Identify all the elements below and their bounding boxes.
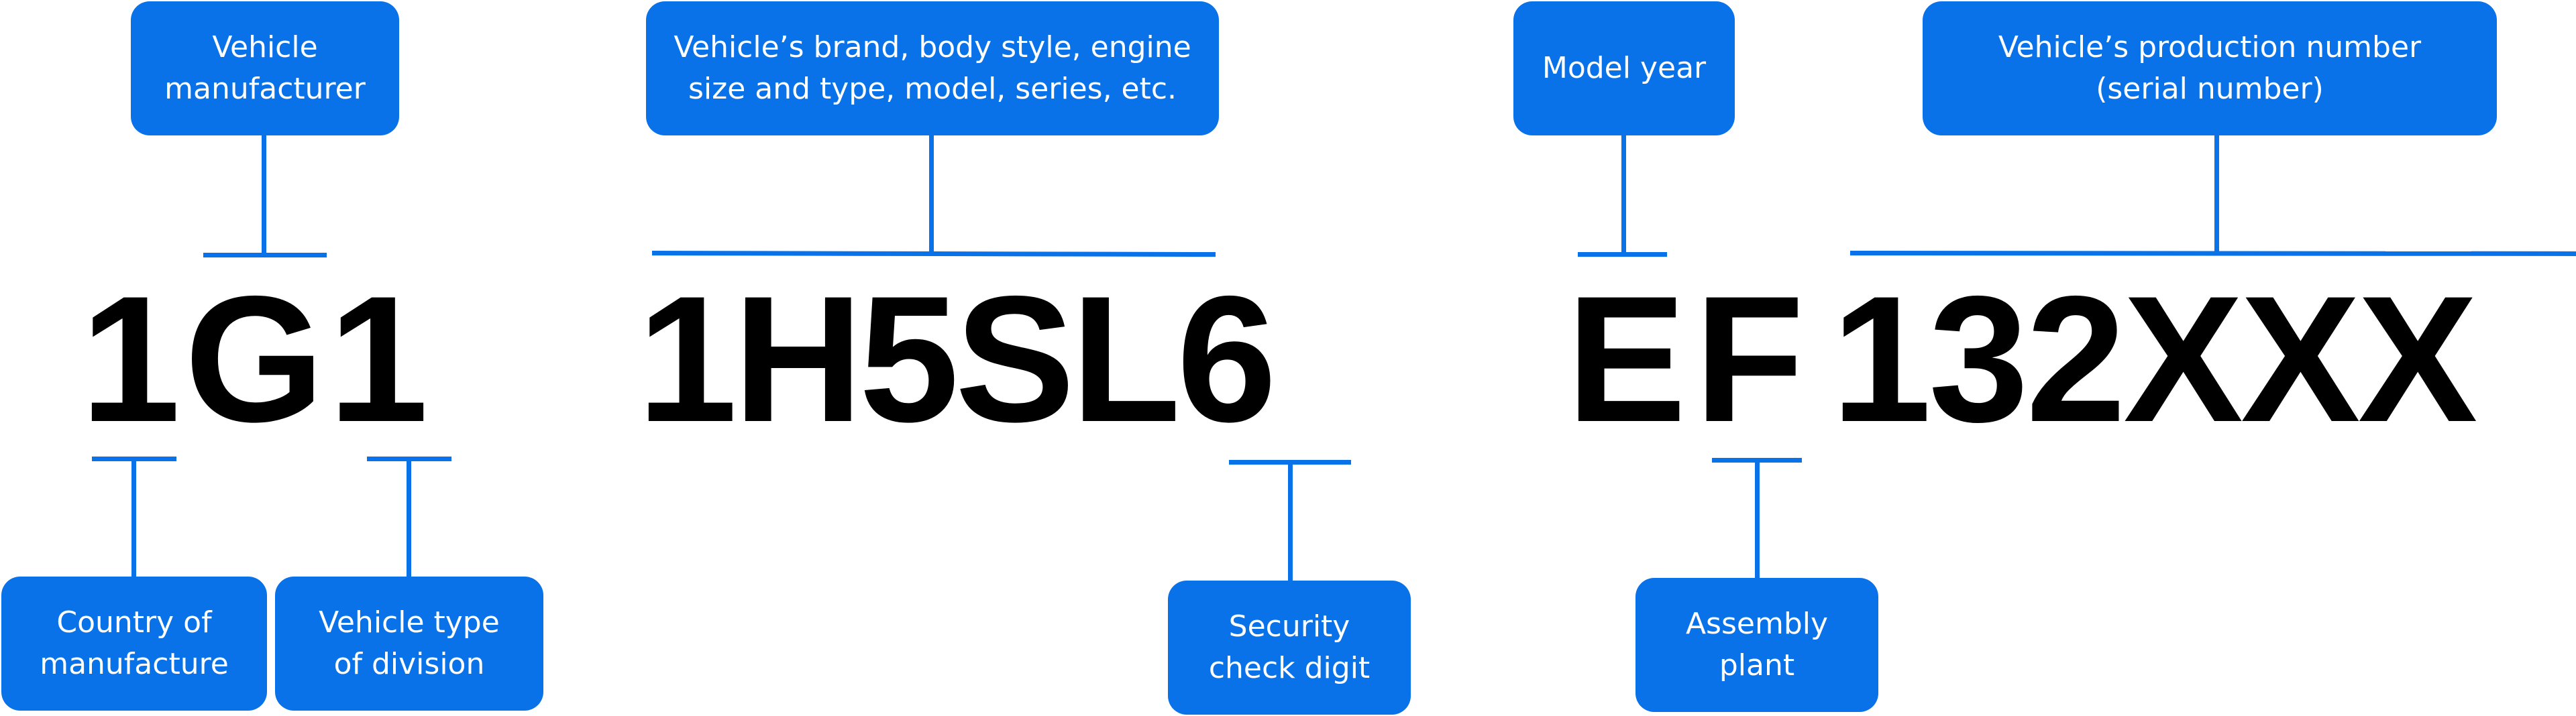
vin-year-plant: EF	[1566, 258, 1813, 459]
model-year-bracket	[1578, 252, 1667, 257]
vehicle-manufacturer-bracket	[203, 253, 327, 257]
production-number-bracket	[1849, 251, 2576, 256]
production-number-connector	[2214, 135, 2219, 251]
vin-serial: 132XXX	[1831, 258, 2477, 459]
assembly-plant-connector	[1755, 460, 1760, 578]
vin-wmi: 1G1	[80, 258, 433, 459]
vehicle-descriptor-label: Vehicle’s brand, body style, engine size…	[646, 1, 1219, 135]
model-year-connector	[1621, 135, 1626, 253]
model-year-label: Model year	[1513, 1, 1735, 135]
vehicle-descriptor-connector	[929, 135, 934, 253]
vehicle-type-connector	[407, 459, 411, 577]
country-of-manufacture-label: Country of manufacture	[1, 577, 267, 711]
vehicle-type-label: Vehicle type of division	[275, 577, 543, 711]
vehicle-descriptor-bracket	[651, 251, 1216, 257]
assembly-plant-label: Assembly plant	[1635, 578, 1878, 712]
vehicle-manufacturer-connector	[262, 135, 266, 256]
security-check-digit-label: Security check digit	[1168, 581, 1411, 715]
vehicle-manufacturer-label: Vehicle manufacturer	[131, 1, 399, 135]
vin-vds: 1H5SL6	[637, 258, 1277, 459]
country-of-manufacture-connector	[131, 459, 136, 577]
production-number-label: Vehicle’s production number (serial numb…	[1923, 1, 2497, 135]
security-check-digit-connector	[1288, 462, 1293, 581]
